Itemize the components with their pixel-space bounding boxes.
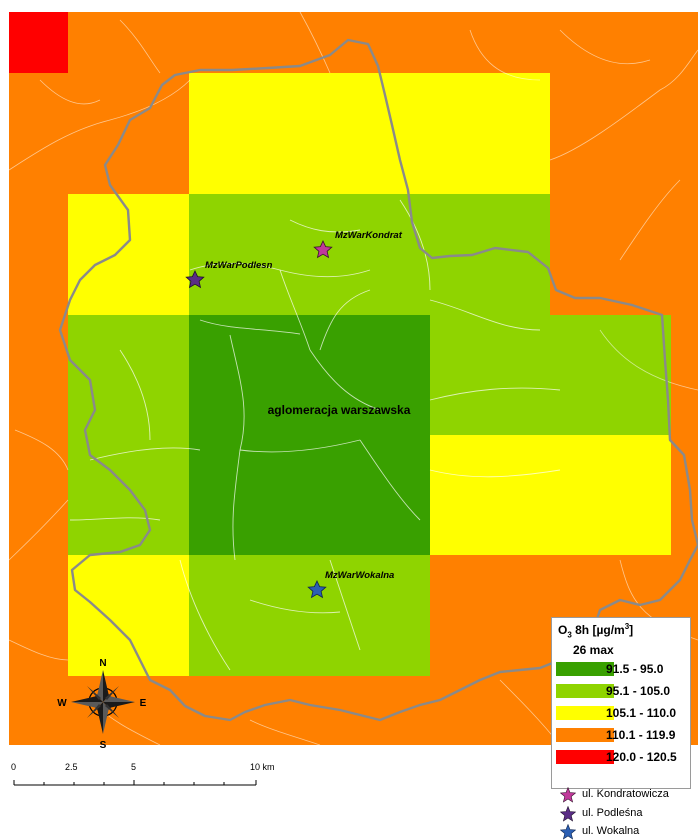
- legend-title-sub: 3: [567, 630, 572, 640]
- legend-range: 120.0 - 120.5: [606, 750, 677, 764]
- compass-s: S: [100, 740, 107, 751]
- legend-title-end: ]: [629, 623, 634, 637]
- grid-cell: [430, 435, 671, 555]
- legend-title-rest: 8h [µg/m: [571, 623, 625, 637]
- scale-label-10km: 10 km: [250, 762, 275, 772]
- scale-label-5: 5: [131, 762, 137, 772]
- legend-range: 95.1 - 105.0: [606, 684, 671, 698]
- city-district-lines: [69, 199, 561, 671]
- legend-panel: O3 8h [µg/m3] 26 max 91.5 - 95.0 95.1 - …: [551, 617, 691, 789]
- compass-rose-icon: N S E W: [57, 658, 146, 751]
- star-icon: [560, 806, 576, 822]
- legend-swatch: [556, 750, 614, 764]
- legend-class-row: 95.1 - 105.0: [556, 684, 688, 698]
- grid-cell: [189, 73, 550, 194]
- legend-class-row: 91.5 - 95.0: [556, 662, 688, 676]
- grid-cell: [189, 315, 430, 555]
- legend-subtitle: 26 max: [573, 643, 614, 657]
- legend-swatch: [556, 662, 614, 676]
- scale-bar: [13, 780, 257, 786]
- legend-swatch: [556, 706, 614, 720]
- compass-n: N: [99, 658, 106, 669]
- station-kondrat[interactable]: MzWarKondrat: [313, 230, 403, 259]
- legend-title: O3 8h [µg/m3]: [558, 622, 633, 639]
- station-podlesn-star-icon: [185, 270, 205, 289]
- station-podlesn[interactable]: MzWarPodlesn: [185, 260, 273, 289]
- station-wokalna-star-icon: [307, 580, 327, 599]
- legend-title-sup: 3: [624, 622, 630, 631]
- station-wokalna[interactable]: MzWarWokalna: [307, 570, 394, 599]
- legend-range: 91.5 - 95.0: [606, 662, 664, 676]
- grid-cell: [189, 194, 550, 315]
- grid-cell: [68, 315, 189, 555]
- scale-label-0: 0: [11, 762, 17, 772]
- legend-station-text: ul. Kondratowicza: [582, 788, 669, 800]
- station-wokalna-label: MzWarWokalna: [325, 570, 394, 581]
- grid-cell: [68, 555, 189, 676]
- station-kondrat-star-icon: [313, 240, 333, 259]
- grid-cell: [430, 315, 671, 435]
- legend-class-row: 105.1 - 110.0: [556, 706, 688, 720]
- legend-swatch: [556, 728, 614, 742]
- station-kondrat-label: MzWarKondrat: [335, 230, 403, 241]
- star-icon: [560, 787, 576, 803]
- legend-title-main: O: [558, 623, 568, 637]
- agglomeration-boundary: [58, 38, 698, 722]
- legend-station-text: ul. Wokalna: [582, 825, 640, 837]
- legend-class-row: 110.1 - 119.9: [556, 728, 688, 742]
- grid-cell: [189, 555, 430, 676]
- concentration-grid: [9, 12, 671, 676]
- legend-swatch: [556, 684, 614, 698]
- region-label: aglomeracja warszawska: [268, 403, 411, 417]
- legend-range: 105.1 - 110.0: [606, 706, 677, 720]
- star-icon: [560, 824, 576, 840]
- legend-station-text: ul. Podleśna: [582, 807, 643, 819]
- station-podlesn-label: MzWarPodlesn: [205, 260, 273, 271]
- scale-label-2-5: 2.5: [65, 762, 78, 772]
- legend-class-row: 120.0 - 120.5: [556, 750, 688, 764]
- compass-e: E: [140, 698, 147, 709]
- compass-w: W: [57, 698, 67, 709]
- grid-cell-max: [9, 12, 68, 73]
- legend-range: 110.1 - 119.9: [606, 728, 676, 742]
